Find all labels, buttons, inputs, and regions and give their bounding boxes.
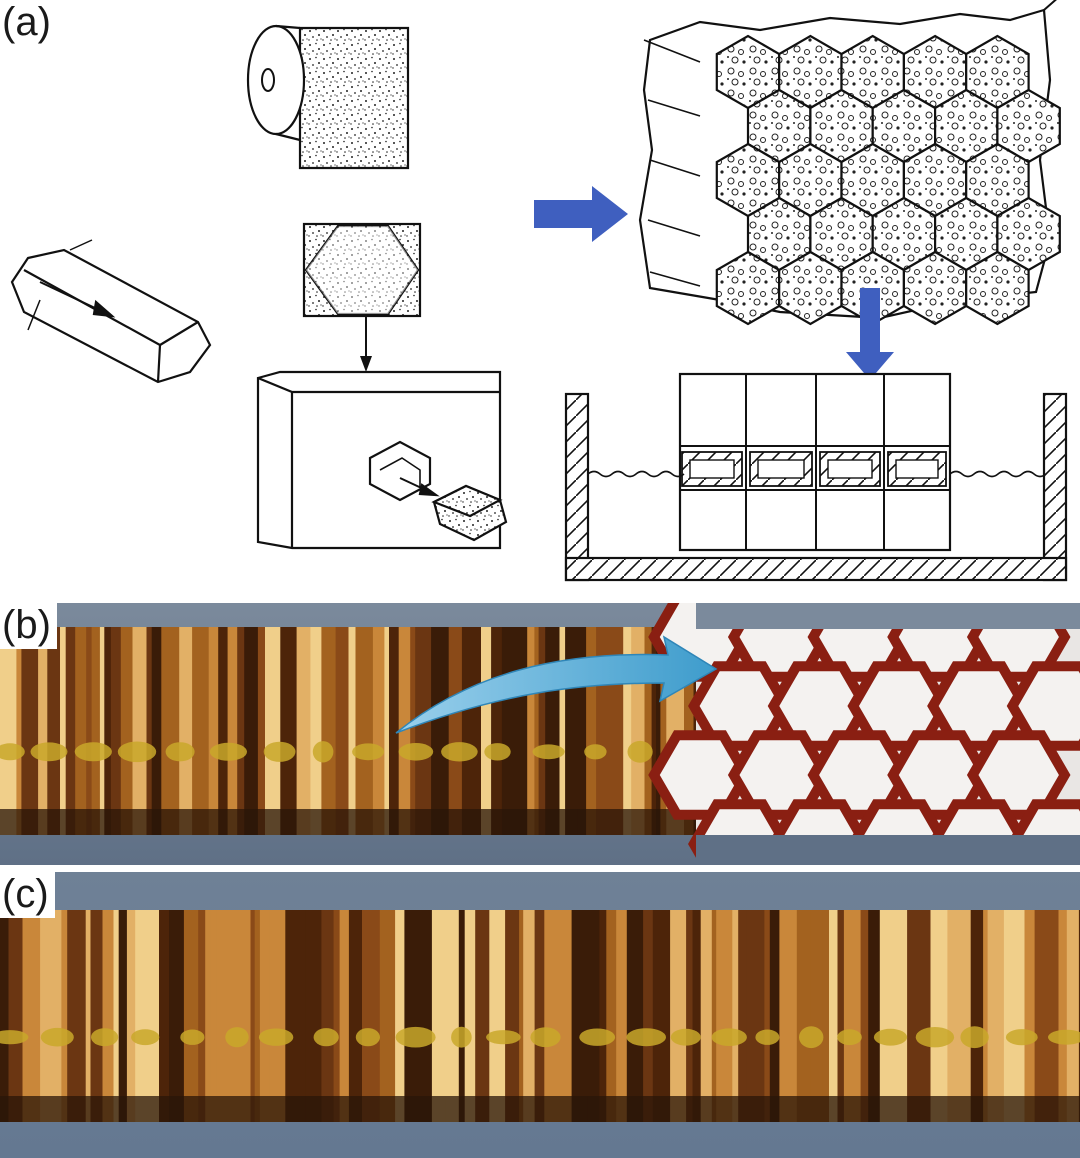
hexagonal-prism-drawing: [10, 239, 212, 384]
honeycomb-side-view-photo-b: [0, 603, 1080, 865]
panel-a-schematic: (a): [0, 0, 1068, 582]
cutting-block-drawing: [256, 370, 508, 550]
schematic-drawing: [10, 0, 1068, 582]
process-arrow-right: [534, 186, 628, 242]
foam-roll-drawing: [246, 24, 410, 170]
foam-filled-honeycomb-drawing: [638, 0, 1061, 326]
zoom-arrow: [395, 635, 718, 734]
panel-c-photo: (c): [0, 872, 1080, 1158]
panel-b-photo: (b): [0, 603, 1080, 865]
immersion-tank-drawing: [564, 372, 1068, 582]
panel-a-label: (a): [0, 0, 57, 46]
honeycomb-side-view-photo-c: [0, 872, 1080, 1158]
honeycomb-cell: [965, 250, 1030, 326]
panel-b-label: (b): [0, 603, 57, 649]
honeycomb-top-view-inset: [648, 603, 1080, 865]
honeycomb-wall-strips-c: [0, 910, 1080, 1122]
foam-sheet-drawing: [302, 222, 422, 372]
process-arrow-down: [846, 288, 894, 380]
panel-c-label: (c): [0, 872, 55, 918]
